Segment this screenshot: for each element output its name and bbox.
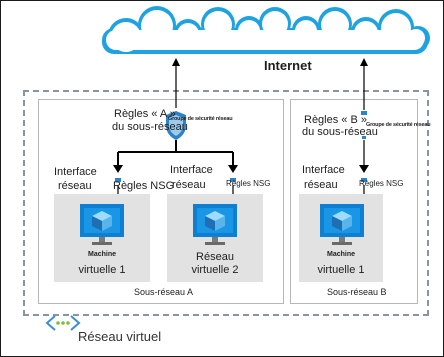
arrow-icon <box>172 58 368 110</box>
vm-a2-nic-line1: Interface <box>170 164 213 176</box>
subnet-a-nsg-group-label: Groupe de sécurité réseau <box>168 116 233 122</box>
vm-a1-name-line2: virtuelle 1 <box>78 264 126 276</box>
subnet-b-rules-line2: du sous-réseau <box>302 126 378 138</box>
subnet-b-nsg-group-label: Groupe de sécurité réseau <box>366 122 431 128</box>
virtual-machine-icon <box>320 204 364 245</box>
nsg-small-icon <box>115 111 367 182</box>
subnet-b-label: Sous-réseau B <box>327 287 387 297</box>
vm-a1-nsg-rules: Règles NSG <box>113 180 175 192</box>
vm-a1-name-line1: Machine <box>87 251 116 258</box>
vm-a2-name-line2: virtuelle 2 <box>191 264 239 276</box>
virtual-machine-icon <box>193 204 237 245</box>
vm-b1-nsg-rules: Règles NSG <box>359 179 404 188</box>
vm-b1-nic-line2: réseau <box>304 179 338 191</box>
vm-b1-name-line2: virtuelle 1 <box>317 264 365 276</box>
shield-icon <box>166 111 186 140</box>
subnet-a-rules-line2: du sous-réseau <box>112 121 188 133</box>
subnet-a-rules-line1: Règles « A » <box>114 108 176 120</box>
virtual-network-label: Réseau virtuel <box>78 329 162 344</box>
virtual-network-container <box>23 90 429 316</box>
virtual-machine-icon <box>80 204 124 245</box>
vm-a2-nic-line2: réseau <box>172 179 206 191</box>
vm-a2-nsg-rules: Règles NSG <box>226 179 271 188</box>
subnet-a-container <box>38 99 284 304</box>
vm-a1-nic-line1: Interface <box>54 166 97 178</box>
vm-b1-nic-line1: Interface <box>302 164 345 176</box>
vm-a1-nic-line2: réseau <box>58 180 92 192</box>
internet-label: Internet <box>264 58 312 73</box>
vm-b1-name-line1: Machine <box>326 251 355 258</box>
subnet-b-rules-line1: Règles « B » <box>304 114 367 126</box>
virtual-network-icon <box>45 315 81 331</box>
subnet-a-label: Sous-réseau A <box>134 287 194 297</box>
subnet-b-container <box>290 99 418 304</box>
vm-a2-name-line1: Réseau <box>196 251 234 263</box>
